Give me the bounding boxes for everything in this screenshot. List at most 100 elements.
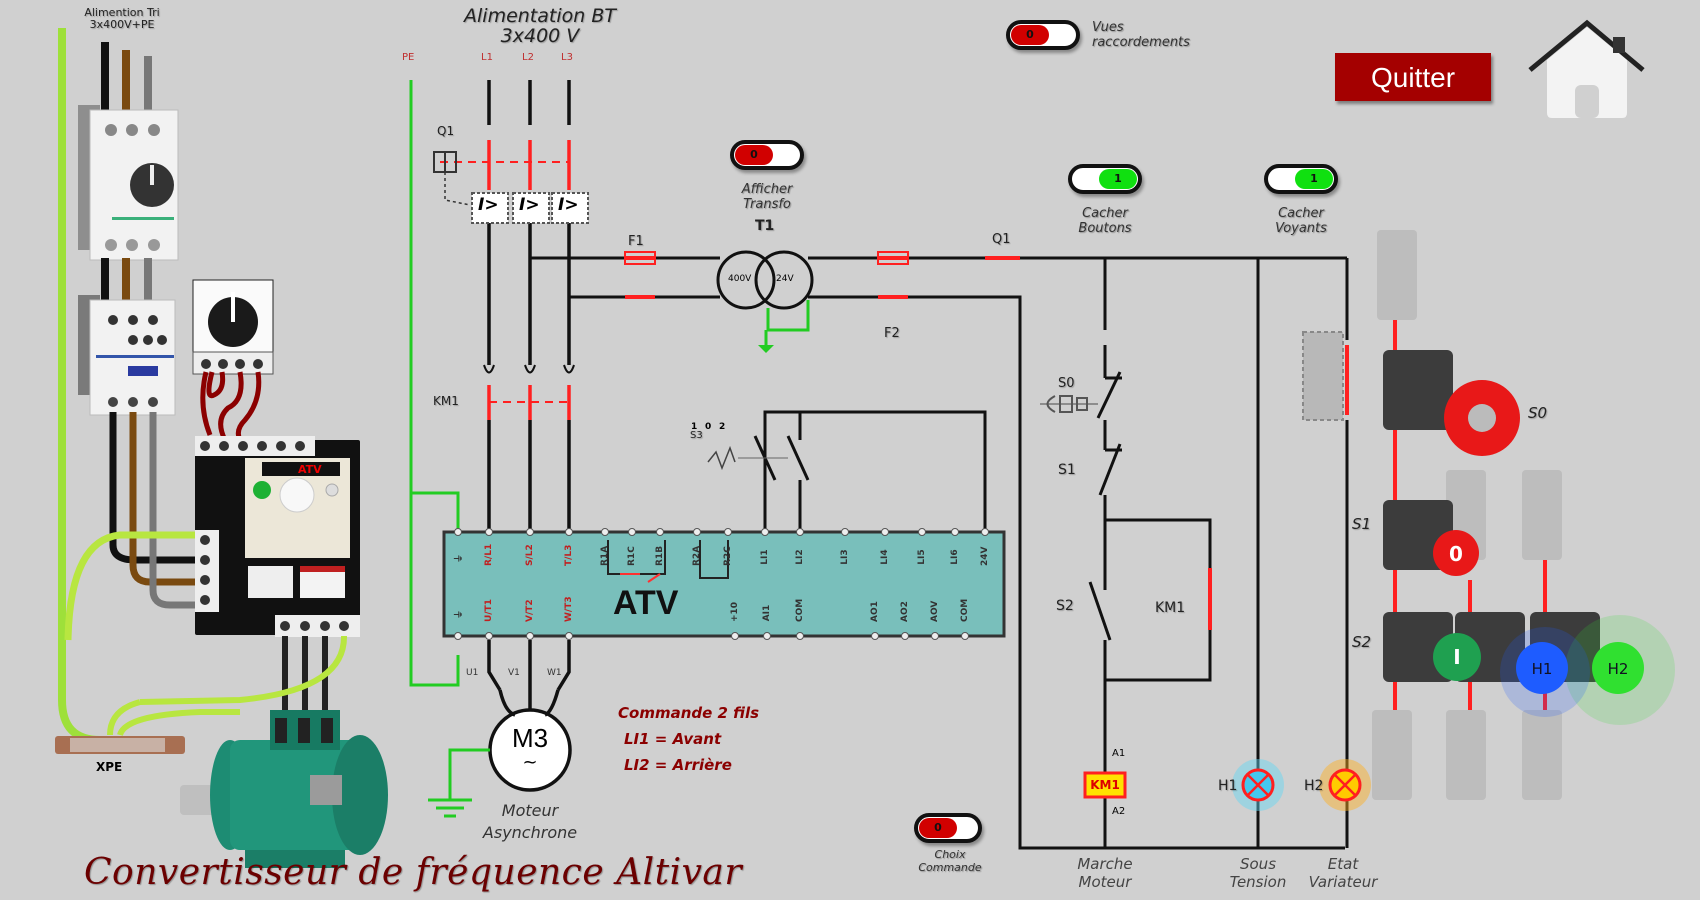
s3-pos-0: 0 — [705, 422, 712, 432]
atv-terminal-screw[interactable] — [796, 528, 804, 536]
atv-terminal-screw[interactable] — [485, 632, 493, 640]
atv-terminal-label: R2A — [692, 545, 702, 566]
atv-terminal-screw[interactable] — [526, 528, 534, 536]
atv-terminal-screw[interactable] — [763, 632, 771, 640]
atv-terminal-label: LI6 — [950, 549, 960, 565]
s3-pos-2: 2 — [719, 422, 726, 432]
atv-terminal-screw[interactable] — [871, 632, 879, 640]
atv-terminal-label: R1B — [655, 545, 665, 566]
contactor-device — [78, 295, 176, 416]
toggle-label-line1: Afficher — [741, 182, 793, 197]
s2-start-button — [1433, 633, 1481, 681]
motor-tilde: ~ — [522, 752, 538, 773]
earth-bar-label: XPE — [96, 760, 123, 774]
atv-terminal-screw[interactable] — [601, 528, 609, 536]
toggle-vues-raccordements[interactable]: 0 — [1006, 20, 1080, 50]
trip-symbol-3: I> — [558, 195, 579, 215]
atv-terminal-screw[interactable] — [656, 528, 664, 536]
toggle-label-line1: Cacher — [1082, 206, 1128, 221]
atv-terminal-screw[interactable] — [761, 528, 769, 536]
atv-terminal-screw[interactable] — [454, 632, 462, 640]
atv-terminal-screw[interactable] — [693, 528, 701, 536]
toggle-choix-commande[interactable]: 0 — [914, 813, 982, 843]
atv-terminal-screw[interactable] — [961, 632, 969, 640]
toggle-label-line2: raccordements — [1092, 35, 1190, 50]
transformer-primary-coil — [716, 250, 776, 310]
auxiliary-contact-blocks — [1372, 230, 1562, 800]
quit-button[interactable]: Quitter — [1335, 53, 1491, 101]
q1-control-label: Q1 — [992, 232, 1011, 247]
supply-bt-line2: 3x400 V — [500, 25, 580, 47]
atv-terminal-label: R1A — [600, 545, 610, 566]
atv-terminal-label: R2C — [723, 546, 733, 566]
atv-terminal-label: 24V — [980, 546, 990, 567]
atv-terminal-label: AI1 — [762, 604, 772, 622]
atv-terminal-screw[interactable] — [485, 528, 493, 536]
ground-symbol-icon — [428, 798, 472, 818]
command-note-li1: LI1 = Avant — [624, 730, 722, 748]
atv-terminal-screw[interactable] — [565, 632, 573, 640]
atv-block — [442, 530, 1006, 638]
toggle-label-line1: Cacher — [1278, 206, 1324, 221]
motor-symbol-text: M3 — [511, 723, 549, 753]
s3-pos-1: 1 — [691, 422, 698, 432]
transformer-secondary-coil — [754, 250, 814, 310]
toggle-cacher-voyants[interactable]: 1 — [1264, 164, 1338, 194]
selector-cables — [200, 371, 262, 442]
home-button[interactable] — [1525, 15, 1650, 120]
atv-terminal-screw[interactable] — [724, 528, 732, 536]
atv-terminal-label: LI2 — [795, 549, 805, 565]
toggle-label-line2: Voyants — [1275, 221, 1327, 236]
atv-terminal-label: ⏚ — [454, 554, 465, 564]
toggle-cacher-boutons[interactable]: 1 — [1068, 164, 1142, 194]
atv-terminal-screw[interactable] — [526, 632, 534, 640]
toggle-knob: 0 — [735, 145, 773, 165]
toggle-label-cacher-voyants: Cacher Voyants — [1261, 206, 1341, 236]
s1-stop-button — [1433, 530, 1479, 576]
toggle-label-afficher-transfo: Afficher Transfo — [727, 182, 807, 212]
atv-terminal-screw[interactable] — [454, 528, 462, 536]
terminal-l1: L1 — [481, 52, 493, 63]
cable-l1 — [101, 42, 109, 112]
col-label-marche-moteur: Marche Moteur — [1060, 855, 1150, 891]
atv-terminal-screw[interactable] — [918, 528, 926, 536]
earth-bar-xpe — [55, 736, 185, 754]
atv-terminal-screw[interactable] — [731, 632, 739, 640]
s2-button-text: I — [1453, 645, 1461, 669]
cable-l2 — [122, 50, 130, 112]
atv-terminal-label: +10 — [730, 601, 740, 622]
toggle-knob: 0 — [919, 818, 957, 838]
s1-label: S1 — [1058, 462, 1076, 478]
toggle-afficher-transfo[interactable]: 0 — [730, 140, 804, 170]
power-lines — [487, 80, 571, 691]
atv-terminal-label: COM — [795, 598, 805, 622]
motor-label-line1: Moteur — [501, 801, 559, 820]
supply-bt-label: Alimentation BT 3x400 V — [430, 6, 650, 46]
atv-terminal-screw[interactable] — [565, 528, 573, 536]
selector-switch-device — [192, 279, 274, 375]
atv-terminal-label: COM — [960, 598, 970, 622]
atv-terminal-screw[interactable] — [931, 632, 939, 640]
atv-terminal-screw[interactable] — [628, 528, 636, 536]
terminal-l2: L2 — [522, 52, 534, 63]
altivar-drive-device: ATV — [195, 436, 360, 637]
km1-coil-label: KM1 — [1090, 778, 1120, 792]
atv-terminal-label: V/T2 — [525, 599, 535, 622]
page-title: Convertisseur de fréquence Altivar — [84, 852, 743, 893]
trip-symbol-1: I> — [478, 195, 499, 215]
h2-pilot-light — [1592, 642, 1644, 694]
atv-terminal-screw[interactable] — [901, 632, 909, 640]
atv-terminal-screw[interactable] — [841, 528, 849, 536]
atv-terminal-label: ⏚ — [454, 610, 465, 620]
motor-label: Moteur Asynchrone — [470, 800, 590, 844]
atv-terminal-screw[interactable] — [796, 632, 804, 640]
atv-terminal-screw[interactable] — [981, 528, 989, 536]
terminal-v1: V1 — [508, 668, 520, 678]
atv-terminal-screw[interactable] — [951, 528, 959, 536]
atv-terminal-screw[interactable] — [881, 528, 889, 536]
s0-label: S0 — [1058, 376, 1075, 391]
atv-terminal-label: AO1 — [870, 601, 880, 622]
h1-label: H1 — [1218, 778, 1238, 794]
svg-text:ATV: ATV — [298, 463, 322, 476]
